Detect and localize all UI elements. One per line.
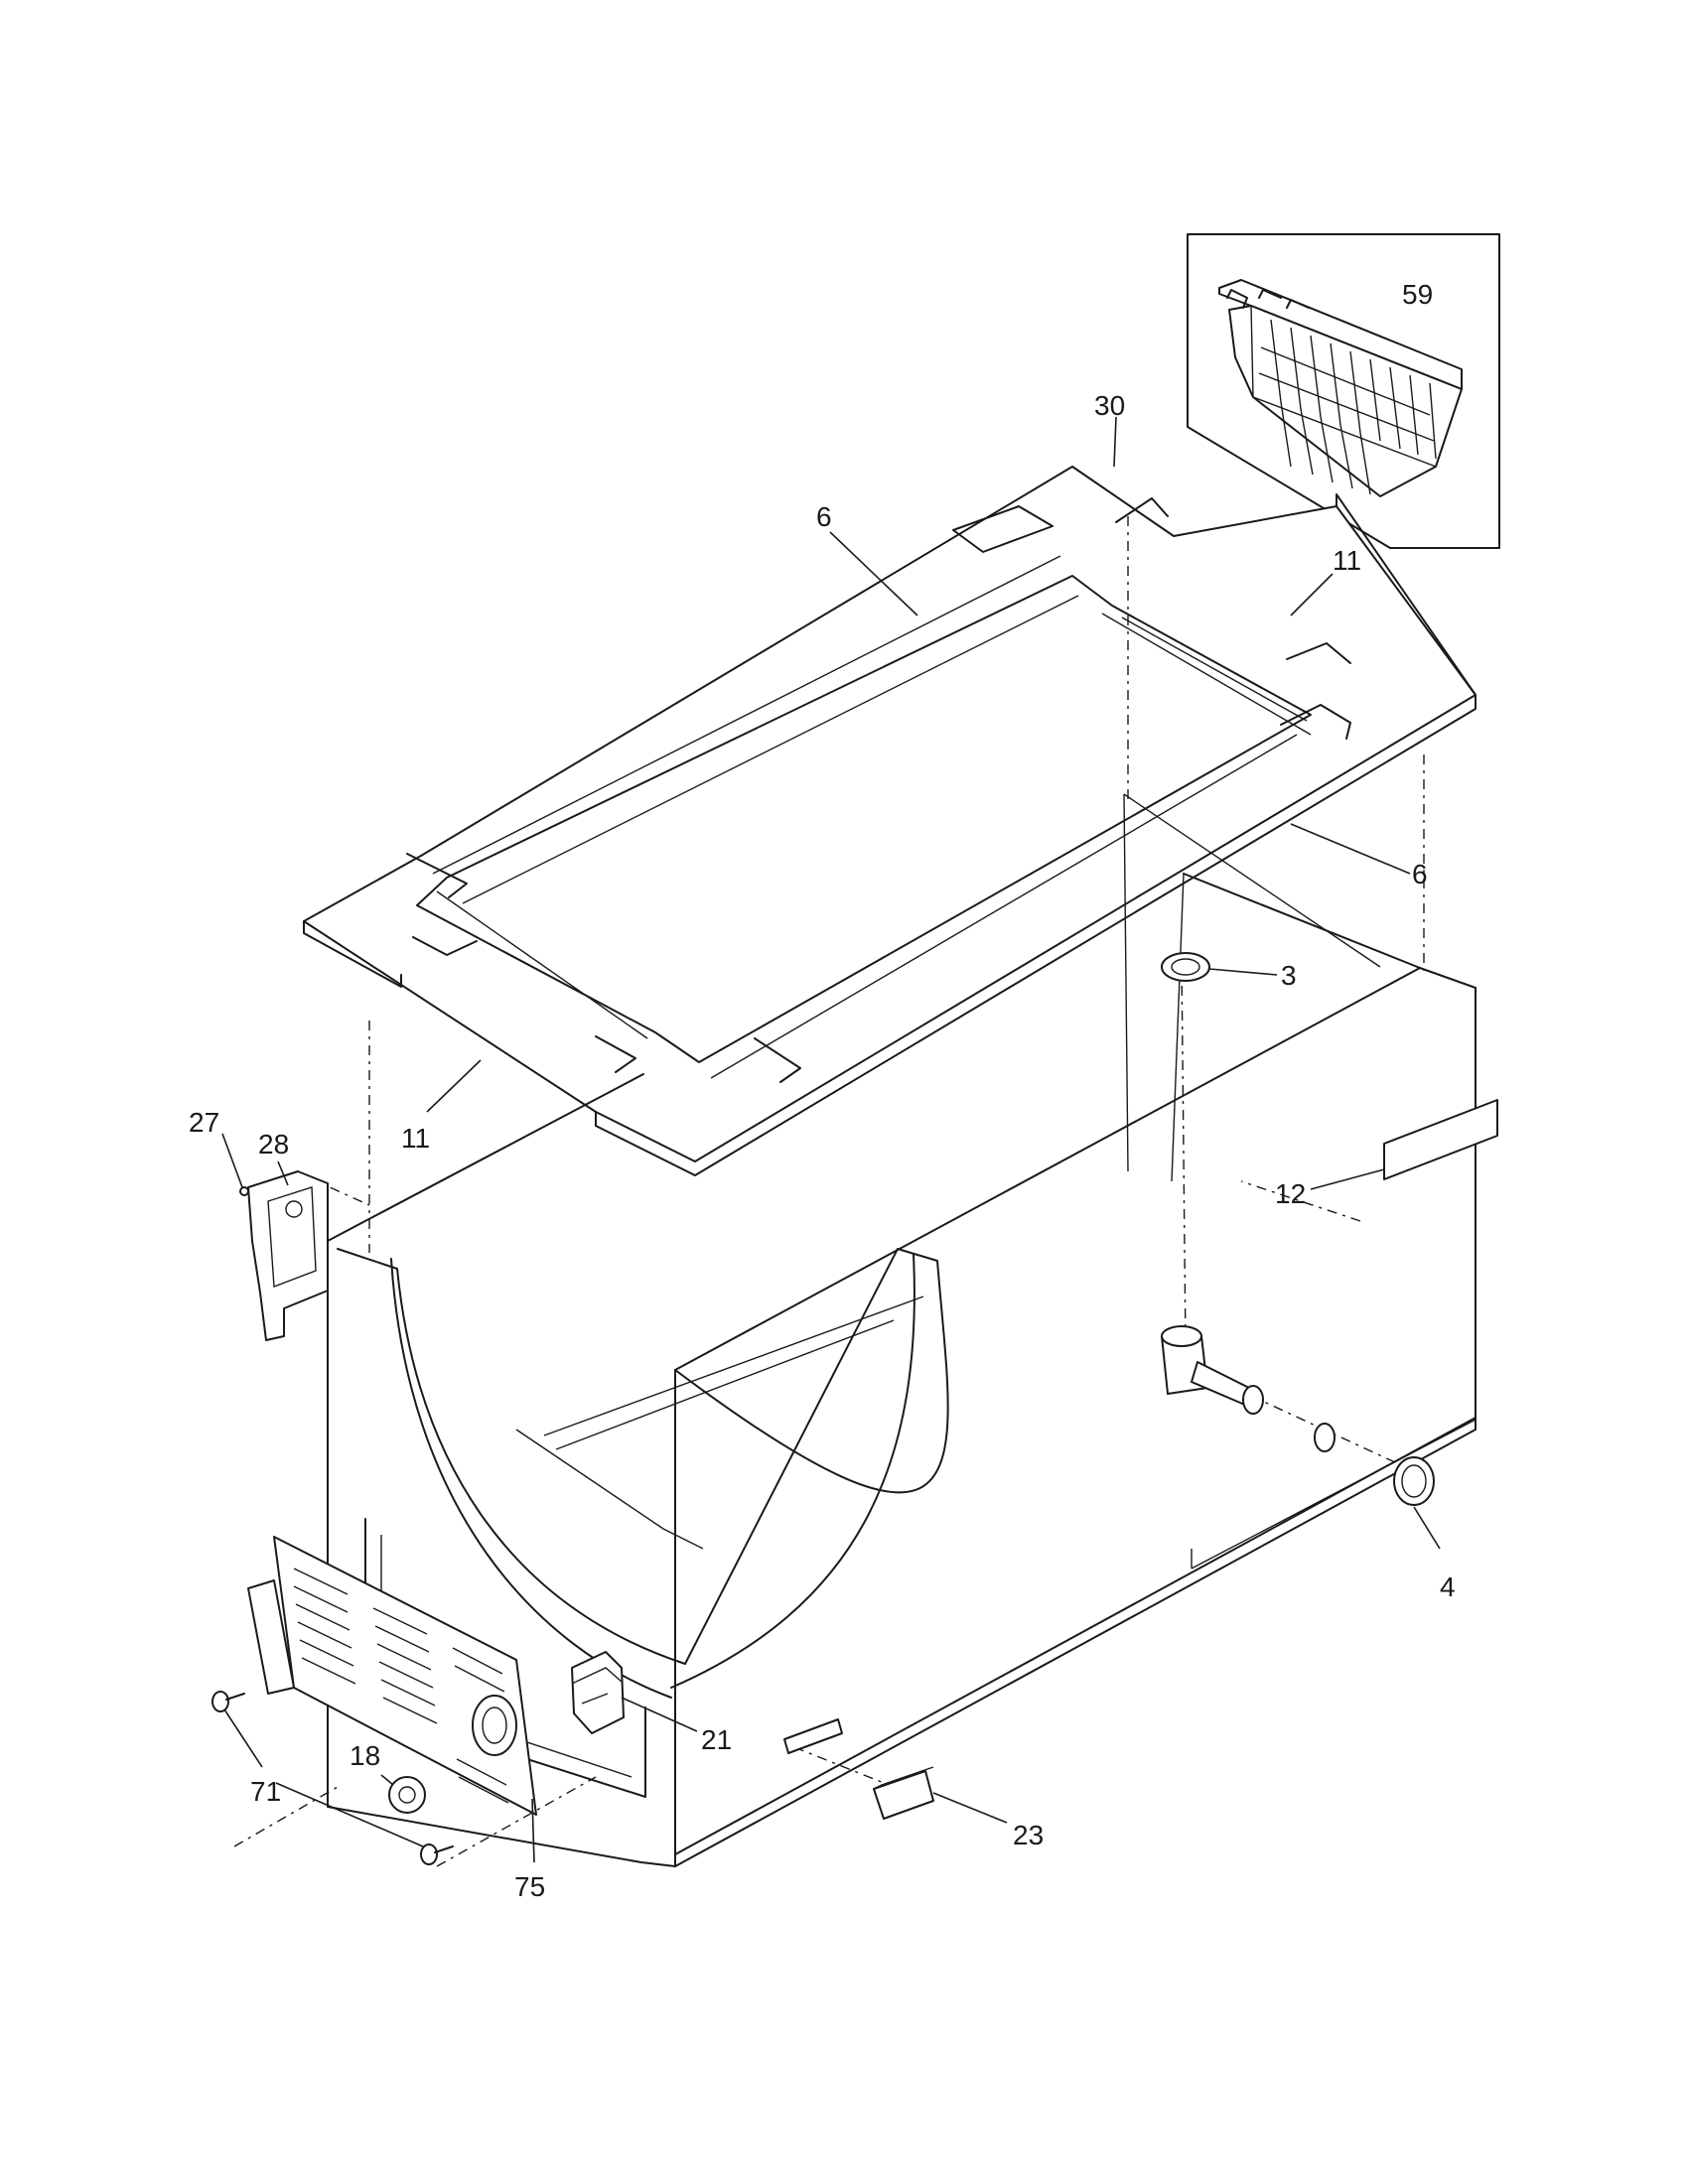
callout-59: 59: [1402, 279, 1433, 310]
cabinet: [327, 793, 1477, 1867]
inset-frame: [1187, 233, 1500, 549]
switch-part: [783, 1718, 1008, 1824]
callout-71: 71: [250, 1776, 281, 1807]
knob-part: [380, 1774, 426, 1814]
basket-icon: [1218, 279, 1463, 497]
callout-12: 12: [1275, 1178, 1306, 1209]
breaker-frame: [303, 466, 1477, 1176]
callout-11-right: 11: [1333, 545, 1361, 576]
screw-parts: [211, 1691, 454, 1865]
alignment-lines: [233, 516, 1425, 1867]
callout-6-top: 6: [816, 501, 832, 532]
drain-tube-part: [1161, 1325, 1336, 1452]
relay-part: [571, 1651, 698, 1734]
serial-label-part: [1310, 1099, 1498, 1190]
grille-part: [247, 1536, 537, 1863]
callout-6-right: 6: [1412, 859, 1428, 889]
callout-3: 3: [1281, 960, 1297, 991]
callout-18: 18: [350, 1740, 380, 1771]
basket-inset: 59: [1187, 233, 1500, 549]
callout-4: 4: [1440, 1571, 1456, 1602]
drain-plug-part: [1161, 952, 1278, 982]
callout-28: 28: [258, 1129, 289, 1160]
callout-75: 75: [514, 1871, 545, 1902]
callout-21: 21: [701, 1724, 732, 1755]
frame-opening: [416, 575, 1312, 1063]
grommet-part: [1393, 1456, 1441, 1550]
callout-23: 23: [1013, 1820, 1044, 1850]
callout-27: 27: [189, 1107, 219, 1138]
callout-11-left: 11: [401, 1123, 430, 1154]
hinge-part: [221, 1133, 329, 1341]
callout-30: 30: [1094, 390, 1125, 421]
